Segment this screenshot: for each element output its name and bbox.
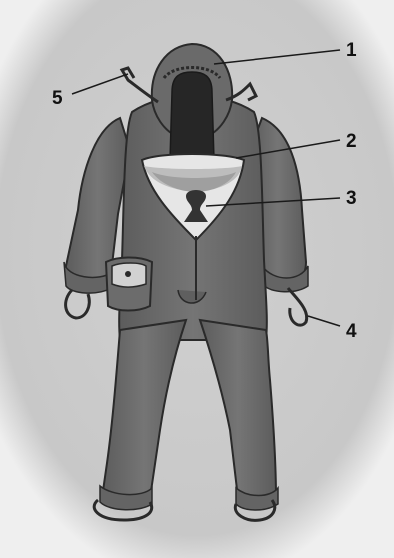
face-opening bbox=[170, 72, 214, 160]
callout-3: 3 bbox=[346, 188, 357, 209]
callout-4: 4 bbox=[346, 321, 357, 342]
callout-2: 2 bbox=[346, 131, 357, 152]
callout-1: 1 bbox=[346, 40, 357, 61]
pocket-button bbox=[125, 271, 131, 277]
callout-5: 5 bbox=[52, 88, 63, 109]
